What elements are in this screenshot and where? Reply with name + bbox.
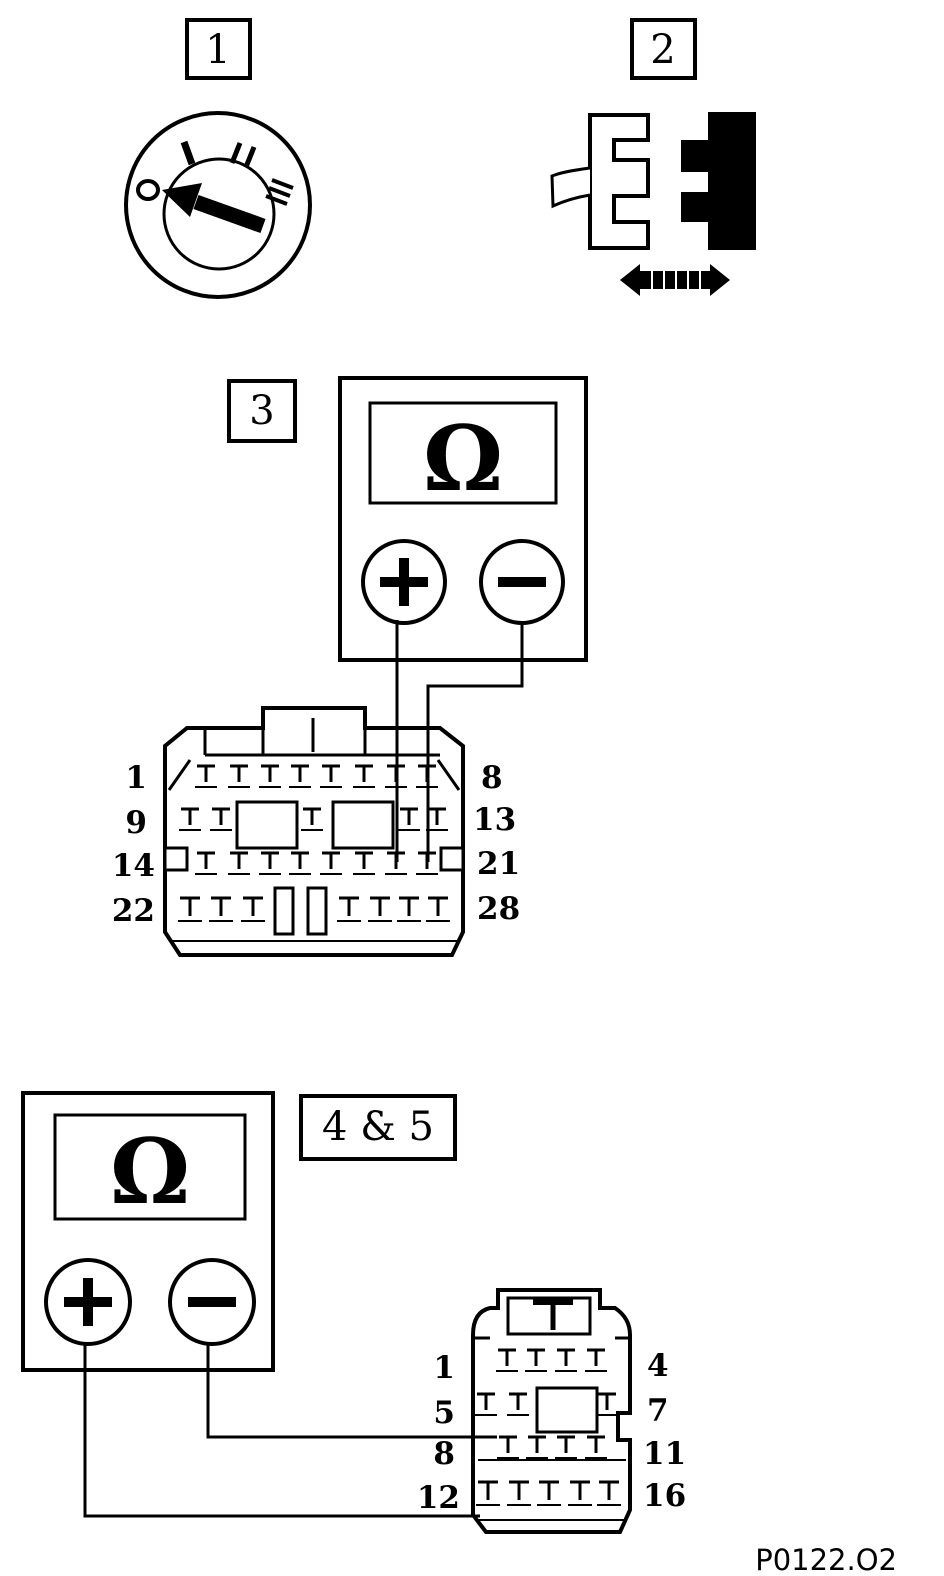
terminal-icon — [289, 764, 311, 788]
ohmmeter-b-display — [53, 1113, 247, 1221]
step-2-number: 2 — [650, 27, 675, 73]
terminal-icon — [210, 807, 232, 831]
terminal-icon — [426, 807, 448, 831]
terminal-icon — [259, 764, 281, 788]
pin-label-11: 11 — [643, 1436, 686, 1472]
terminal-icon — [241, 896, 265, 922]
pin-label-8: 8 — [433, 1436, 455, 1472]
terminal-icon — [507, 1480, 531, 1506]
step-3-label-box: 3 — [227, 379, 297, 443]
ohmmeter-b-plus-terminal — [44, 1258, 132, 1346]
step-4-5-label-box: 4 & 5 — [299, 1094, 457, 1161]
terminal-icon — [228, 851, 250, 875]
terminal-icon — [597, 1480, 621, 1506]
ohmmeter-a: Ω — [338, 376, 588, 662]
probe-leads-step-3 — [395, 620, 524, 862]
terminal-icon — [353, 851, 375, 875]
terminal-icon — [195, 851, 217, 875]
pin-label-13: 13 — [473, 802, 516, 838]
terminal-icon — [496, 1348, 518, 1372]
ohmmeter-a-display — [368, 401, 558, 505]
terminal-icon — [397, 896, 421, 922]
terminal-icon — [475, 1392, 497, 1416]
pin-label-1: 1 — [433, 1350, 455, 1386]
terminal-icon — [537, 1480, 561, 1506]
terminal-icon — [209, 896, 233, 922]
connector-16-pin-labels: 1 4 5 7 8 11 12 16 — [417, 1348, 686, 1516]
terminal-icon — [289, 851, 311, 875]
connector-28-pin — [163, 706, 465, 957]
minus-icon — [188, 1297, 236, 1307]
terminal-icon — [555, 1348, 577, 1372]
terminal-icon — [568, 1480, 592, 1506]
ohmmeter-a-minus-terminal — [479, 539, 565, 625]
terminal-icon — [398, 807, 420, 831]
pin-label-14: 14 — [112, 848, 155, 884]
terminal-icon — [178, 896, 202, 922]
double-arrow-icon — [620, 264, 730, 296]
pin-label-21: 21 — [477, 846, 520, 882]
pin-label-12: 12 — [417, 1480, 460, 1516]
step-2-label-box: 2 — [630, 18, 697, 80]
pin-label-16: 16 — [643, 1478, 686, 1514]
terminal-icon — [426, 896, 450, 922]
pin-label-1: 1 — [125, 760, 147, 796]
ohmmeter-a-symbol: Ω — [423, 406, 503, 512]
terminal-icon — [337, 896, 361, 922]
terminal-icon — [259, 851, 281, 875]
terminal-icon — [585, 1348, 607, 1372]
pin-label-8: 8 — [481, 760, 503, 796]
step-1-number: 1 — [205, 27, 230, 73]
pin-label-7: 7 — [647, 1393, 669, 1429]
terminal-icon — [507, 1392, 529, 1416]
terminal-icon — [353, 764, 375, 788]
terminal-icon — [368, 896, 392, 922]
terminal-icon — [525, 1348, 547, 1372]
terminal-icon — [179, 807, 201, 831]
terminal-icon — [526, 1435, 548, 1459]
ohmmeter-a-plus-terminal — [361, 539, 447, 625]
terminal-icon — [320, 764, 342, 788]
pin-label-9: 9 — [125, 805, 147, 841]
terminal-icon — [585, 1435, 607, 1459]
step-3-number: 3 — [249, 388, 274, 434]
terminal-icon — [228, 764, 250, 788]
ohmmeter-b-minus-terminal — [168, 1258, 256, 1346]
minus-icon — [498, 577, 546, 587]
figure-code: P0122.O2 — [755, 1543, 897, 1576]
connector-16-terminals — [475, 1348, 621, 1506]
connector-disconnect-icon — [550, 112, 756, 250]
terminal-icon — [476, 1480, 500, 1506]
terminal-icon — [497, 1435, 519, 1459]
step-4-5-number: 4 & 5 — [322, 1104, 434, 1150]
terminal-icon — [301, 807, 323, 831]
pin-label-4: 4 — [647, 1348, 669, 1384]
step-1-label-box: 1 — [185, 18, 252, 80]
ignition-switch-icon — [124, 111, 312, 299]
pin-label-28: 28 — [477, 891, 520, 927]
terminal-icon — [596, 1392, 618, 1416]
terminal-icon — [555, 1435, 577, 1459]
pin-label-22: 22 — [112, 893, 155, 929]
connector-16-pin — [471, 1288, 632, 1534]
pin-label-5: 5 — [433, 1395, 455, 1431]
ohmmeter-b: Ω — [21, 1091, 275, 1372]
connector-28-terminals — [178, 764, 450, 922]
terminal-icon — [195, 764, 217, 788]
connector-28-pin-labels: 1 8 9 13 14 21 22 28 — [112, 760, 520, 929]
probe-leads-step-4-5 — [83, 1344, 497, 1518]
terminal-icon — [320, 851, 342, 875]
ohmmeter-b-symbol: Ω — [110, 1119, 190, 1225]
